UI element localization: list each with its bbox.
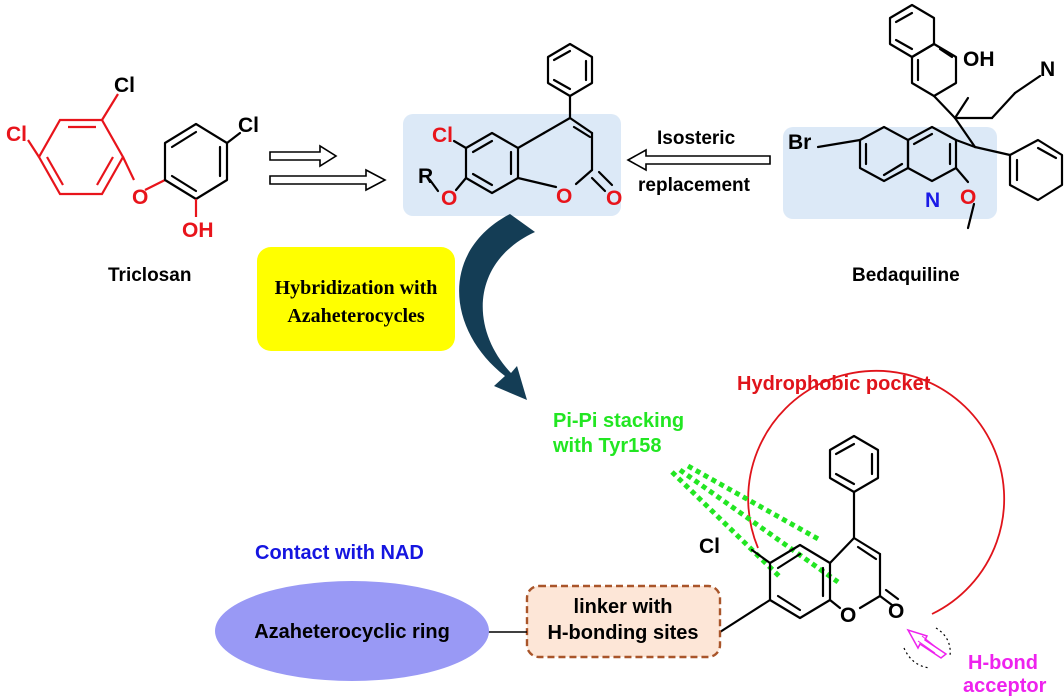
hbond-line1: H-bond [968,652,1038,674]
linker-box [525,584,722,659]
pi-stacking-dashes [670,463,840,585]
bedaquiline-o-methoxy: O [960,186,976,209]
bottom-o-carbonyl: O [888,600,904,623]
hybridization-line1: Hybridization with [275,277,438,299]
triclosan-cl-top: Cl [114,74,135,97]
bedaquiline-n-amine: N [1040,58,1055,81]
isosteric-line2: replacement [638,175,751,196]
hydrophobic-pocket-circle [747,369,1006,615]
triclosan-structure: Cl Cl Cl O OH Triclosan [6,74,259,286]
bedaquiline-structure: OH N Br N O Bedaquiline [783,3,1064,286]
bottom-o-ring: O [840,604,856,627]
scaffold-r: R [418,165,433,188]
scaffold-o-ether: O [441,187,457,210]
triclosan-oh: OH [182,219,214,242]
curved-arrow [459,214,535,400]
isosteric-replacement-label: Isosteric replacement [626,128,771,196]
bottom-coumarin-structure: Cl O O [699,434,904,634]
hbond-arrow [903,627,951,669]
triclosan-cl-left: Cl [6,123,27,146]
triclosan-name: Triclosan [108,265,191,286]
bedaquiline-highlight [783,127,997,219]
hbond-line2: acceptor [963,675,1047,697]
bedaquiline-n-ring: N [925,189,940,212]
hydrophobic-pocket-label: Hydrophobic pocket [737,373,931,395]
triclosan-cl-right: Cl [238,114,259,137]
hollow-arrows [269,144,387,192]
linker-line1: linker with [574,596,673,618]
azaheterocycle-label: Azaheterocyclic ring [254,621,450,643]
scaffold-o-ring: O [556,185,572,208]
bottom-cl: Cl [699,535,720,558]
triclosan-o-bridge: O [132,186,148,209]
linker-line2: H-bonding sites [547,622,698,644]
scaffold-cl: Cl [432,124,453,147]
hybridization-line2: Azaheterocycles [287,305,425,327]
scaffold-o-carbonyl: O [606,187,622,210]
bedaquiline-name: Bedaquiline [852,265,960,286]
bedaquiline-oh: OH [963,48,995,71]
nad-contact-label: Contact with NAD [255,542,424,564]
pi-stacking-line2: with Tyr158 [552,435,662,457]
pi-stacking-line1: Pi-Pi stacking [553,410,684,432]
bedaquiline-br: Br [788,131,811,154]
azaheterocycle-ellipse [215,581,489,681]
isosteric-line1: Isosteric [657,128,736,149]
coumarin-scaffold-structure: Cl R O O O [403,42,622,216]
hybridization-box: Hybridization with Azaheterocycles [257,247,455,351]
binding-model: Hydrophobic pocket Pi-Pi stacking with T… [215,369,1047,697]
